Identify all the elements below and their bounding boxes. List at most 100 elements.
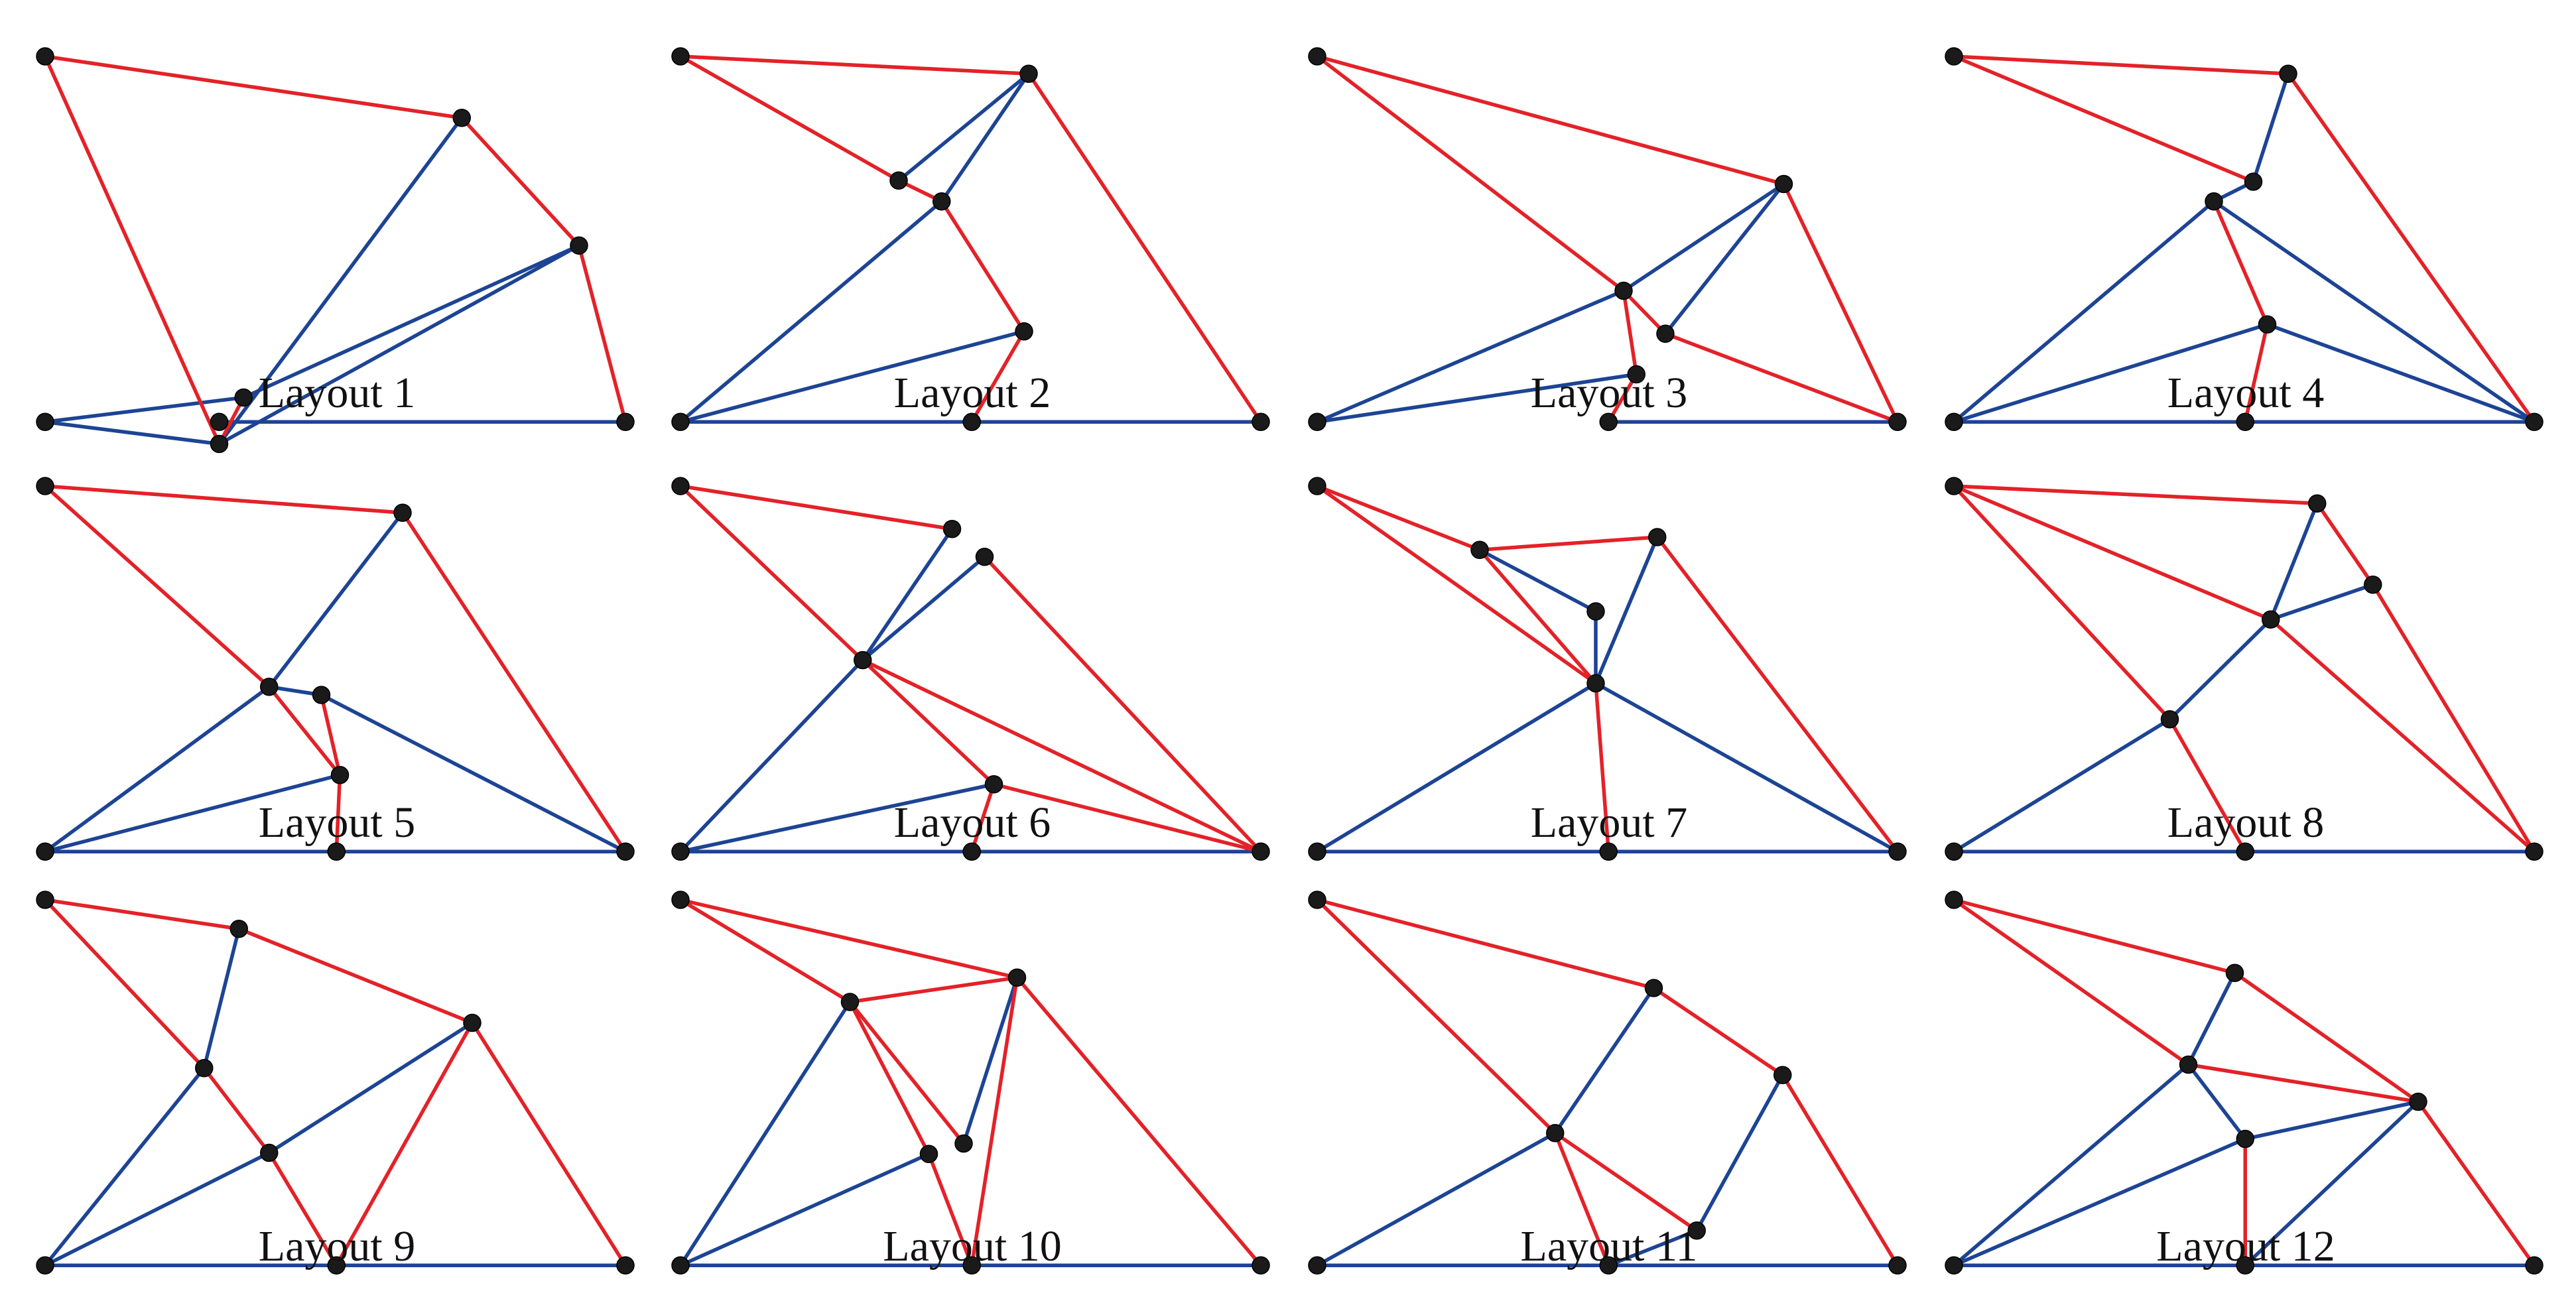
red-member bbox=[1315, 54, 1786, 186]
blue-member bbox=[897, 72, 1031, 182]
black-circle-node bbox=[919, 1145, 938, 1163]
blue-member bbox=[2269, 501, 2319, 621]
black-circle-node bbox=[36, 842, 54, 861]
red-member bbox=[678, 484, 865, 662]
blue-member bbox=[861, 527, 954, 662]
red-member bbox=[940, 200, 1026, 334]
red-member bbox=[470, 1021, 627, 1267]
red-member bbox=[678, 54, 1031, 76]
red-member bbox=[2212, 200, 2270, 326]
black-circle-node bbox=[1586, 674, 1605, 693]
red-member bbox=[848, 1000, 966, 1146]
black-circle-node bbox=[1687, 1221, 1706, 1240]
black-circle-node bbox=[393, 503, 412, 522]
black-circle-node bbox=[1308, 477, 1326, 495]
red-member bbox=[2416, 1099, 2536, 1267]
black-circle-node bbox=[2364, 576, 2382, 594]
layout-caption: Layout 11 bbox=[1520, 1222, 1698, 1271]
layout-caption: Layout 4 bbox=[2167, 369, 2325, 417]
layout-caption: Layout 1 bbox=[258, 369, 416, 417]
red-member bbox=[678, 54, 901, 182]
black-circle-node bbox=[975, 548, 994, 566]
layout-caption: Layout 10 bbox=[883, 1222, 1062, 1271]
black-circle-node bbox=[2236, 1129, 2254, 1149]
truss-diagram-6 bbox=[671, 477, 1270, 861]
blue-member bbox=[940, 72, 1031, 204]
red-member bbox=[1553, 1131, 1699, 1233]
black-circle-node bbox=[1252, 1256, 1270, 1274]
black-circle-node bbox=[1308, 412, 1326, 431]
blue-member bbox=[1952, 200, 2216, 424]
blue-member bbox=[2243, 1099, 2420, 1141]
black-circle-node bbox=[2225, 963, 2244, 982]
black-circle-node bbox=[330, 766, 350, 784]
red-member bbox=[319, 693, 342, 777]
blue-member bbox=[1315, 681, 1598, 853]
black-circle-node bbox=[2525, 1256, 2544, 1274]
blue-member bbox=[319, 693, 627, 853]
black-circle-node bbox=[1470, 540, 1489, 559]
blue-member bbox=[43, 1066, 206, 1267]
blue-member bbox=[2269, 583, 2375, 621]
red-member bbox=[43, 898, 241, 931]
red-member bbox=[43, 484, 405, 515]
black-circle-node bbox=[210, 434, 229, 454]
red-member bbox=[848, 975, 1019, 1004]
black-circle-node bbox=[1015, 322, 1033, 341]
blue-member bbox=[2167, 617, 2273, 721]
red-member bbox=[1952, 54, 2290, 76]
black-circle-node bbox=[36, 891, 54, 909]
black-circle-node bbox=[1627, 365, 1645, 384]
black-circle-node bbox=[2279, 64, 2297, 83]
red-member bbox=[43, 898, 206, 1070]
black-circle-node bbox=[1308, 842, 1326, 861]
blue-member bbox=[678, 782, 996, 853]
black-circle-node bbox=[2236, 1256, 2254, 1274]
red-member bbox=[1027, 72, 1263, 424]
red-member bbox=[1315, 898, 1557, 1135]
blue-member bbox=[861, 555, 987, 662]
black-circle-node bbox=[452, 109, 471, 127]
black-circle-node bbox=[463, 1013, 482, 1032]
truss-diagram-10 bbox=[671, 891, 1270, 1274]
black-circle-node bbox=[854, 651, 872, 670]
blue-member bbox=[2212, 200, 2536, 424]
black-circle-node bbox=[1586, 602, 1605, 621]
red-member bbox=[1622, 288, 1638, 377]
blue-member bbox=[1594, 535, 1659, 686]
red-member bbox=[2167, 717, 2247, 853]
red-member bbox=[1781, 182, 1900, 424]
layout-caption: Layout 2 bbox=[893, 369, 1051, 417]
black-circle-node bbox=[1252, 842, 1270, 861]
black-circle-node bbox=[2160, 710, 2179, 729]
red-member bbox=[1952, 484, 2273, 621]
red-member bbox=[334, 1021, 474, 1267]
black-circle-node bbox=[889, 171, 908, 190]
layout-caption: Layout 6 bbox=[893, 798, 1051, 847]
blue-member bbox=[962, 975, 1019, 1146]
blue-member bbox=[202, 927, 241, 1070]
black-circle-node bbox=[260, 1143, 279, 1162]
black-circle-node bbox=[1945, 891, 1963, 909]
red-member bbox=[927, 1152, 974, 1267]
red-member bbox=[267, 1150, 338, 1267]
red-member bbox=[1952, 484, 2172, 721]
black-circle-node bbox=[962, 1256, 981, 1274]
blue-member bbox=[1695, 1073, 1785, 1233]
blue-member bbox=[43, 420, 222, 446]
black-circle-node bbox=[36, 1256, 54, 1274]
red-member bbox=[1622, 288, 1667, 336]
black-circle-node bbox=[570, 236, 588, 255]
red-member bbox=[678, 898, 852, 1004]
red-member bbox=[237, 927, 474, 1025]
black-circle-node bbox=[962, 842, 981, 861]
blue-member bbox=[678, 200, 944, 424]
layout-caption: Layout 5 bbox=[258, 798, 416, 847]
truss-diagram-5 bbox=[36, 477, 635, 861]
blue-member bbox=[267, 511, 405, 689]
blue-member bbox=[2243, 1099, 2420, 1267]
black-circle-node bbox=[1546, 1124, 1565, 1143]
black-circle-node bbox=[671, 47, 690, 66]
black-circle-node bbox=[36, 477, 54, 495]
blue-member bbox=[2251, 72, 2290, 184]
